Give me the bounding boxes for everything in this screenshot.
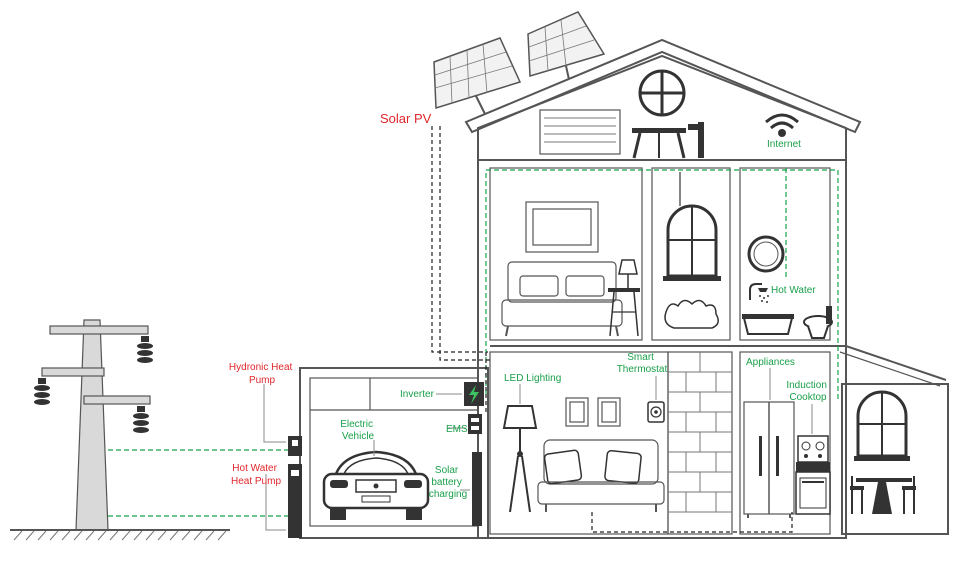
wifi-icon [765,113,799,137]
label-internet: Internet [767,139,801,150]
house-wiring [263,168,839,533]
battery-charger-icon [472,452,482,526]
sofa [537,439,665,512]
bedroom-picture [525,201,599,253]
bath-foam [664,299,719,329]
shower-icon [749,283,769,303]
label-hot-water: Hot Water [771,285,816,296]
hydronic-heat-pump-icon [288,436,302,456]
label-appliances: Appliances [746,357,795,368]
solar-wiring [431,126,490,361]
induction-cooktop-icon [795,435,831,515]
hot-water-heat-pump-icon [288,464,302,538]
bed [501,261,623,337]
label-hydronic-heat-pump: Hydronic Heat Pump [229,362,295,386]
label-induction-cooktop: Induction Cooktop [786,380,829,403]
label-electric-vehicle: Electric Vehicle [340,419,376,442]
label-solar-pv: Solar PV [380,111,432,126]
arched-window [663,172,721,281]
dining-set [850,476,916,514]
attic-table [632,122,704,159]
house-structure [299,38,949,539]
label-smart-thermostat: Smart Thermostat [617,352,668,375]
solar-panel-right [527,11,606,85]
bathtub [742,314,794,335]
ems-icon [468,414,482,434]
label-solar-battery-charging: Solar battery charging [429,465,467,500]
annex-window [854,390,910,461]
round-window [638,69,686,117]
bedside-lamp [608,259,640,337]
label-ems: EMS [446,424,468,435]
refrigerator [743,401,795,518]
smart-thermostat-icon [647,401,665,423]
electric-vehicle-icon [322,450,430,520]
label-hot-water-heat-pump: Hot Water Heat Pump [231,463,281,487]
inverter-icon [464,382,484,406]
utility-pole [10,319,230,541]
attic-shutter [539,109,621,155]
floor-lamp [502,405,538,513]
label-inverter: Inverter [400,389,435,400]
porthole-mirror [747,235,785,273]
toilet [803,306,833,339]
label-led-lighting: LED Lighting [504,373,561,384]
solar-panel-left [433,37,522,117]
brick-wall [668,352,732,513]
wall-frames [565,397,621,427]
pointer-lines [373,368,813,491]
